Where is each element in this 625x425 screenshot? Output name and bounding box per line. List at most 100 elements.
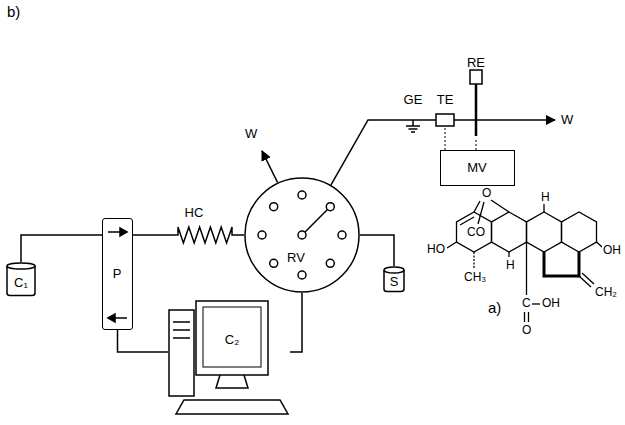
node-label: C₁ (14, 276, 28, 289)
monitor (196, 301, 268, 375)
heating-coil: HC (172, 205, 238, 247)
valve-port (270, 203, 278, 211)
electrode-head (470, 70, 482, 84)
flow-line (21, 235, 102, 262)
valve-body (245, 178, 359, 292)
atom-label: C (521, 297, 532, 309)
test-electrode: TE (428, 92, 462, 128)
node-label: GE (404, 93, 423, 106)
node-label: HC (185, 206, 204, 219)
flow-line (133, 234, 172, 236)
flow-line (454, 119, 462, 121)
sample-bottle: S (383, 266, 405, 292)
ring (562, 212, 597, 252)
valve-port (298, 191, 306, 199)
atom-label: OH (541, 297, 561, 309)
monitor-screen (203, 307, 261, 367)
flow-line (462, 119, 464, 121)
reference-electrode: RE (464, 55, 488, 140)
arrow-head (108, 314, 115, 322)
waste-arrow (262, 151, 278, 182)
node-label: RV (287, 251, 305, 264)
valve-port (326, 203, 334, 211)
waste-label: W (560, 113, 574, 126)
double-bond (524, 312, 525, 322)
bridge-bond (544, 252, 579, 276)
atom-label: O (521, 324, 532, 336)
pump-box: P (102, 218, 133, 330)
double-bond (528, 312, 529, 322)
panel-letter: b) (6, 4, 21, 19)
flow-line (331, 120, 400, 185)
atom-label: CH₂ (594, 286, 618, 298)
electrode-cell (436, 114, 454, 126)
valve-port (338, 231, 346, 239)
flow-line (360, 235, 394, 266)
arrow-head (120, 228, 127, 236)
coil-windings (172, 227, 238, 243)
valve-rotor (305, 210, 328, 233)
bond (526, 242, 527, 295)
flow-line (428, 119, 436, 121)
flow-line (238, 234, 244, 236)
electrode-stem (475, 84, 478, 136)
bond (543, 204, 544, 212)
computer: C₂ (168, 300, 290, 418)
node-label: TE (437, 93, 454, 106)
bond (474, 201, 480, 212)
ground-symbol (409, 128, 418, 130)
computer-tower (169, 310, 194, 396)
valve-port (258, 231, 266, 239)
atom-label: H (505, 259, 516, 271)
valve-port (298, 271, 306, 279)
atom-label: CH₃ (463, 271, 487, 283)
atom-label: O (481, 187, 492, 199)
drive-slot (173, 337, 190, 339)
node-shape (168, 300, 290, 418)
signal-lead (476, 140, 477, 150)
flow-line (118, 330, 169, 352)
valve-hub (298, 231, 306, 239)
ground-symbol (406, 125, 420, 127)
flow-line (290, 293, 302, 352)
ring (527, 212, 562, 252)
bottle-body (7, 266, 35, 296)
bond (508, 252, 509, 257)
rotary-valve: RV (244, 177, 360, 293)
node-shape (244, 177, 360, 293)
drive-slot (173, 329, 190, 331)
bond (532, 303, 540, 304)
carrier-bottle: C₁ (6, 262, 36, 296)
node-label: S (390, 275, 399, 288)
atom-label: CO (466, 226, 486, 238)
double-bond (582, 273, 594, 284)
bottle-top (7, 263, 35, 269)
waste-arrow (488, 119, 555, 121)
atom-label: HO (426, 243, 446, 255)
voltmeter-box: MV (440, 150, 515, 186)
node-label: MV (467, 161, 487, 174)
signal-lead (445, 128, 446, 150)
keyboard (176, 400, 288, 414)
node-shape (172, 205, 238, 247)
node-label: C₂ (225, 333, 239, 346)
waste-label: W (244, 127, 258, 140)
bond (447, 242, 457, 248)
ground-symbol (412, 120, 414, 126)
node-label: P (113, 267, 122, 280)
bond (491, 200, 509, 212)
panel-letter: a) (487, 300, 502, 315)
bond (473, 252, 474, 269)
drive-slot (173, 321, 190, 323)
double-bond (460, 217, 474, 225)
ground-electrode: GE (400, 92, 426, 132)
double-bond (579, 276, 591, 287)
chemical-structure (447, 200, 602, 322)
ring (457, 212, 492, 252)
ground-symbol (411, 131, 415, 133)
monitor-stand (216, 375, 248, 388)
bottle-top (384, 267, 404, 273)
